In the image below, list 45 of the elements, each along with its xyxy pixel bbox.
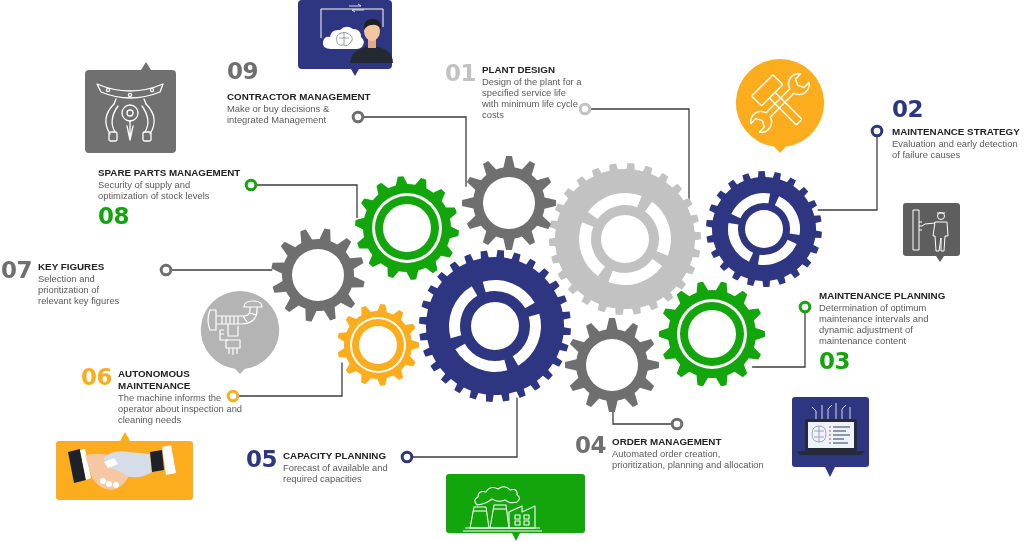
gear (565, 318, 659, 412)
step-heading: AUTONOMOUS MAINTENANCE (118, 368, 192, 392)
leader-line (751, 300, 812, 368)
step-description: Selection and prioritization of relevant key figures (38, 273, 121, 306)
step-heading: MAINTENANCE PLANNING (819, 290, 946, 302)
step-description: Security of supply and optimization of stock levels (98, 179, 211, 201)
gear (355, 176, 459, 280)
step-number: 05 (246, 450, 277, 469)
step-heading: CONTRACTOR MANAGEMENT (227, 91, 371, 103)
gear (462, 156, 556, 250)
step-description: Determination of optimum maintenance intervals and dynamic adjustment of maintenance content (819, 302, 930, 346)
leader-line (612, 410, 684, 431)
gear (271, 228, 365, 322)
step-number: 07 (1, 261, 32, 280)
step-number: 06 (81, 368, 112, 387)
step-description: Design of the plant for a specified service life with minimum life cycle costs (482, 76, 583, 120)
step-heading: MAINTENANCE STRATEGY (892, 126, 1020, 138)
step-heading: ORDER MANAGEMENT (612, 436, 722, 448)
step-description: The machine informs the operator about inspection and cleaning needs (118, 392, 244, 425)
step-number: 04 (575, 436, 606, 455)
gear (706, 171, 822, 287)
leader-line (817, 124, 884, 211)
step-description: Evaluation and early detection of failure causes (892, 138, 1019, 160)
step-number: 08 (98, 207, 129, 226)
step-description: Automated order creation, prioritization, planning and allocation (612, 448, 765, 470)
gear (337, 304, 419, 386)
gear (419, 250, 571, 402)
step-heading: KEY FIGURES (38, 261, 105, 273)
step-description: Forecast of available and required capacities (283, 462, 389, 484)
leader-line (226, 361, 343, 403)
gear (549, 163, 701, 315)
leader-line (244, 178, 358, 219)
step-heading: PLANT DESIGN (482, 64, 555, 76)
step-number: 01 (445, 64, 476, 83)
gear (659, 281, 765, 387)
leader-line (159, 263, 273, 277)
step-number: 09 (227, 62, 258, 81)
leader-line (351, 110, 467, 188)
leader-line (578, 102, 690, 201)
step-heading: CAPACITY PLANNING (283, 450, 387, 462)
step-description: Make or buy decisions & integrated Management (227, 103, 331, 125)
step-number: 03 (819, 352, 850, 371)
leader-line (400, 397, 518, 464)
step-number: 02 (892, 100, 923, 119)
step-heading: SPARE PARTS MANAGEMENT (98, 167, 241, 179)
